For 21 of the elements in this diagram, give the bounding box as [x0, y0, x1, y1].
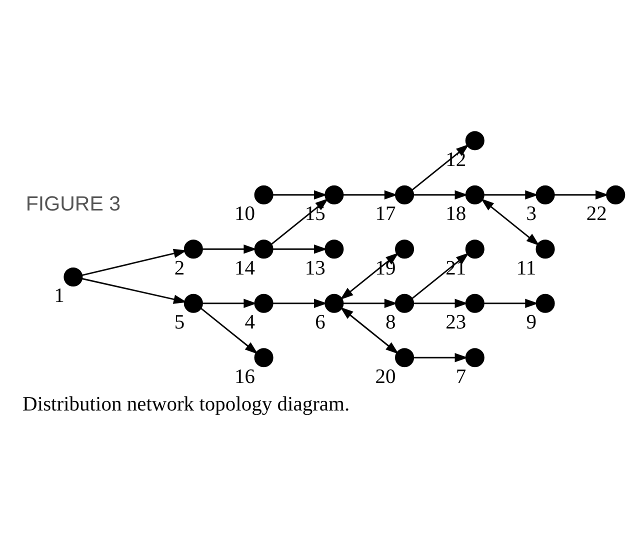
node-label: 14: [234, 257, 255, 280]
node-label: 23: [446, 312, 466, 334]
node-label: 9: [526, 312, 536, 334]
node-label: 4: [244, 312, 255, 334]
node-label: 3: [526, 203, 536, 226]
node-label: 2: [174, 257, 185, 280]
node-label: 5: [174, 312, 185, 334]
caption: Distribution network topology diagram.: [22, 394, 350, 416]
node-label: 20: [375, 366, 396, 388]
node-label: 1: [54, 285, 64, 308]
node-label: 17: [375, 203, 396, 226]
node-label: 16: [234, 366, 255, 388]
node-label: 13: [304, 257, 326, 280]
node-label: 6: [315, 312, 326, 334]
node-label: 7: [456, 366, 466, 388]
node-label: 11: [516, 257, 536, 280]
label: FIGURE 3: [26, 192, 121, 216]
node-label: 18: [446, 203, 466, 226]
node-label: 8: [385, 312, 396, 334]
node-label: 10: [234, 203, 255, 226]
node-label: 22: [586, 203, 607, 226]
